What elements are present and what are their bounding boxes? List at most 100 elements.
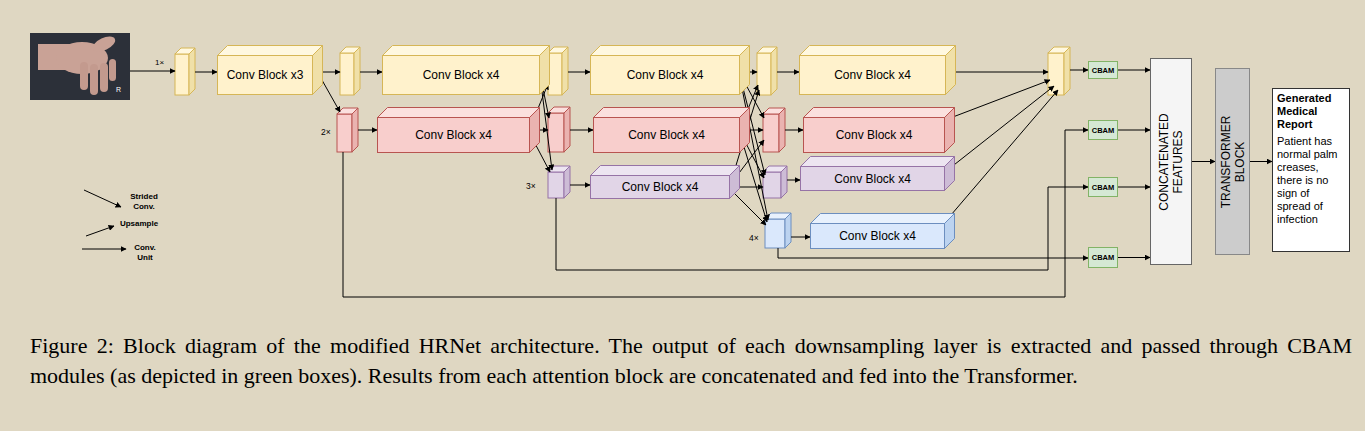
- slab-top: [591, 46, 750, 56]
- scale-label: 1×: [155, 58, 164, 67]
- report-heading: Generated Medical Report: [1277, 92, 1345, 131]
- hand-photo: [90, 64, 98, 95]
- stage-label: TRANSFORMER BLOCK: [1219, 115, 1247, 208]
- text-area: Conv Block x4: [590, 175, 730, 199]
- conv-block: Conv Block x4: [590, 45, 750, 95]
- slab-front: [378, 118, 530, 153]
- wire: [945, 80, 1050, 120]
- slab-front: [800, 56, 946, 95]
- block-label: Conv Block x4: [834, 172, 911, 186]
- cbam-label: CBAM: [1092, 66, 1115, 75]
- branch-slab: [175, 54, 189, 95]
- text-area: Conv Block x4: [800, 166, 945, 191]
- hand-photo: [109, 59, 116, 81]
- wire: [791, 237, 810, 238]
- branch-slab: [340, 53, 354, 95]
- branch-slab: [175, 47, 1070, 248]
- legend-sample: [86, 226, 114, 236]
- text-area: Conv Block x4: [803, 117, 945, 153]
- branch-slab: [337, 107, 785, 152]
- branch-slab: [763, 114, 779, 152]
- block-label: Conv Block x4: [627, 68, 704, 82]
- slab-top: [800, 46, 956, 56]
- slab-front: [801, 167, 945, 191]
- slab-top: [801, 157, 955, 167]
- hand-photo: [30, 33, 130, 100]
- wire: [570, 130, 593, 131]
- branch-slab: [765, 213, 791, 248]
- branch-slab: [564, 107, 570, 152]
- arrow-connector: [1118, 187, 1150, 188]
- wire: [1070, 70, 1088, 71]
- figure-caption: Figure 2: Block diagram of the modified …: [30, 331, 1352, 391]
- wire: [946, 72, 1048, 73]
- legend-text: Upsample: [117, 219, 161, 229]
- concat-box: CONCATENATED FEATURES: [1150, 58, 1192, 265]
- conv-block: Conv Block x4: [590, 165, 740, 199]
- wire: [358, 130, 377, 131]
- wire: [556, 187, 1088, 270]
- legend-text: Conv. Unit: [129, 243, 161, 263]
- wire: [360, 72, 382, 73]
- conv-block: Conv Block x4: [377, 107, 540, 153]
- block-label: Conv Block x3: [227, 68, 304, 82]
- slab-top: [594, 108, 750, 118]
- text-area: Conv Block x4: [810, 223, 945, 249]
- slab-top: [218, 46, 323, 56]
- slab-front: [594, 118, 740, 153]
- legend-text: Strided Conv.: [124, 192, 164, 212]
- legend-sample: [82, 249, 126, 250]
- cbam-box: CBAM: [1088, 247, 1118, 268]
- conv-block: Conv Block x3: [217, 45, 323, 95]
- block-label: Conv Block x4: [834, 68, 911, 82]
- branch-slab: [785, 213, 791, 248]
- wire: [785, 130, 803, 131]
- slab-front: [811, 224, 945, 249]
- branch-slab: [354, 47, 360, 95]
- legend-sample: [82, 190, 126, 249]
- arrow-connector: [1118, 70, 1150, 71]
- branch-slab: [765, 219, 785, 248]
- branch-slab: [1064, 47, 1070, 95]
- slab-front: [591, 176, 730, 199]
- branch-slab: [564, 166, 570, 198]
- slab-front: [383, 56, 540, 95]
- conv-block: Conv Block x4: [382, 45, 550, 95]
- wire: [778, 248, 1088, 258]
- wire: [195, 72, 217, 73]
- slab-side: [740, 46, 750, 95]
- arrow-connector: [1118, 130, 1150, 131]
- branch-slab: [548, 53, 562, 95]
- text-area: Conv Block x3: [217, 55, 313, 95]
- slab-side: [740, 108, 750, 153]
- arrow-connector: [1250, 161, 1272, 162]
- slab-top: [804, 108, 955, 118]
- block-label: Conv Block x4: [839, 229, 916, 243]
- text-area: Conv Block x4: [799, 55, 946, 95]
- scale-label: 3×: [526, 181, 536, 191]
- wire: [568, 72, 590, 73]
- wire: [787, 180, 800, 181]
- branch-slab: [548, 113, 564, 152]
- cbam-label: CBAM: [1092, 183, 1115, 192]
- block-label: Conv Block x4: [628, 128, 705, 142]
- stage-label: CONCATENATED FEATURES: [1157, 113, 1185, 211]
- conv-block: Conv Block x4: [810, 213, 955, 249]
- hand-photo: [100, 63, 108, 92]
- slab-side: [540, 46, 550, 95]
- branch-slab: [757, 53, 771, 95]
- wire: [730, 189, 766, 225]
- scale-label: 2×: [321, 127, 331, 137]
- slab-top: [378, 108, 540, 118]
- text-area: Conv Block x4: [382, 55, 540, 95]
- block-label: Conv Block x4: [423, 68, 500, 82]
- text-area: Conv Block x4: [377, 117, 530, 153]
- wire: [130, 70, 1088, 297]
- photo-marker: R: [116, 86, 121, 93]
- slab-top: [383, 46, 550, 56]
- branch-slab: [763, 172, 781, 198]
- conv-block: Conv Block x4: [803, 107, 955, 153]
- slab-front: [804, 118, 945, 153]
- cbam-label: CBAM: [1092, 126, 1115, 135]
- slab-side: [530, 108, 540, 153]
